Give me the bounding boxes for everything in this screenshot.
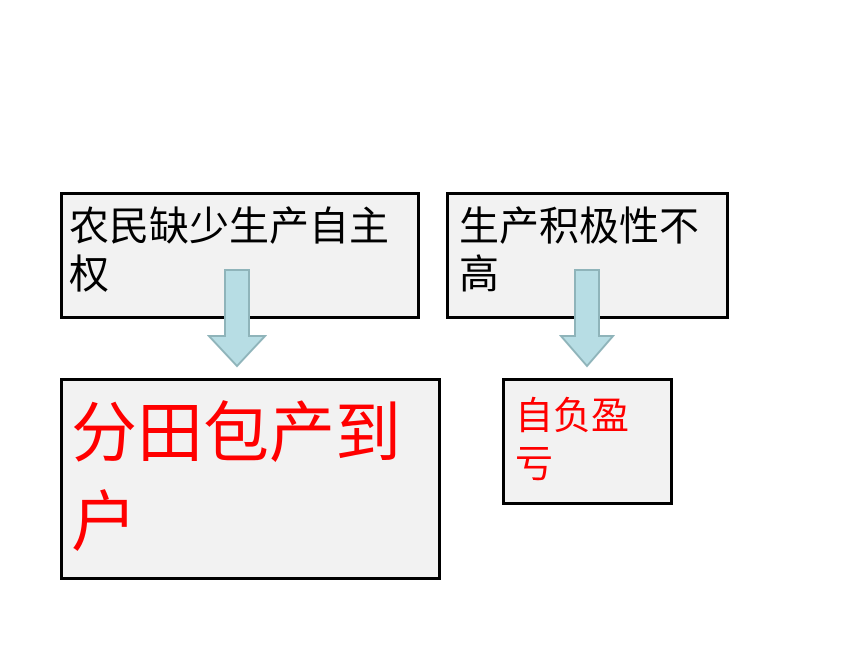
solution-box-selfloss: 自负盈亏 xyxy=(502,378,673,505)
problem-text-autonomy: 农民缺少生产自主权 xyxy=(69,204,389,298)
arrow-down-icon xyxy=(559,269,615,368)
arrow-down-icon xyxy=(207,269,267,368)
problem-text-enthusiasm: 生产积极性不高 xyxy=(459,204,699,298)
solution-text-household: 分田包产到户 xyxy=(71,395,401,562)
problem-box-enthusiasm: 生产积极性不高 xyxy=(446,192,729,319)
solution-box-household: 分田包产到户 xyxy=(60,378,441,580)
solution-text-selfloss: 自负盈亏 xyxy=(515,394,630,486)
